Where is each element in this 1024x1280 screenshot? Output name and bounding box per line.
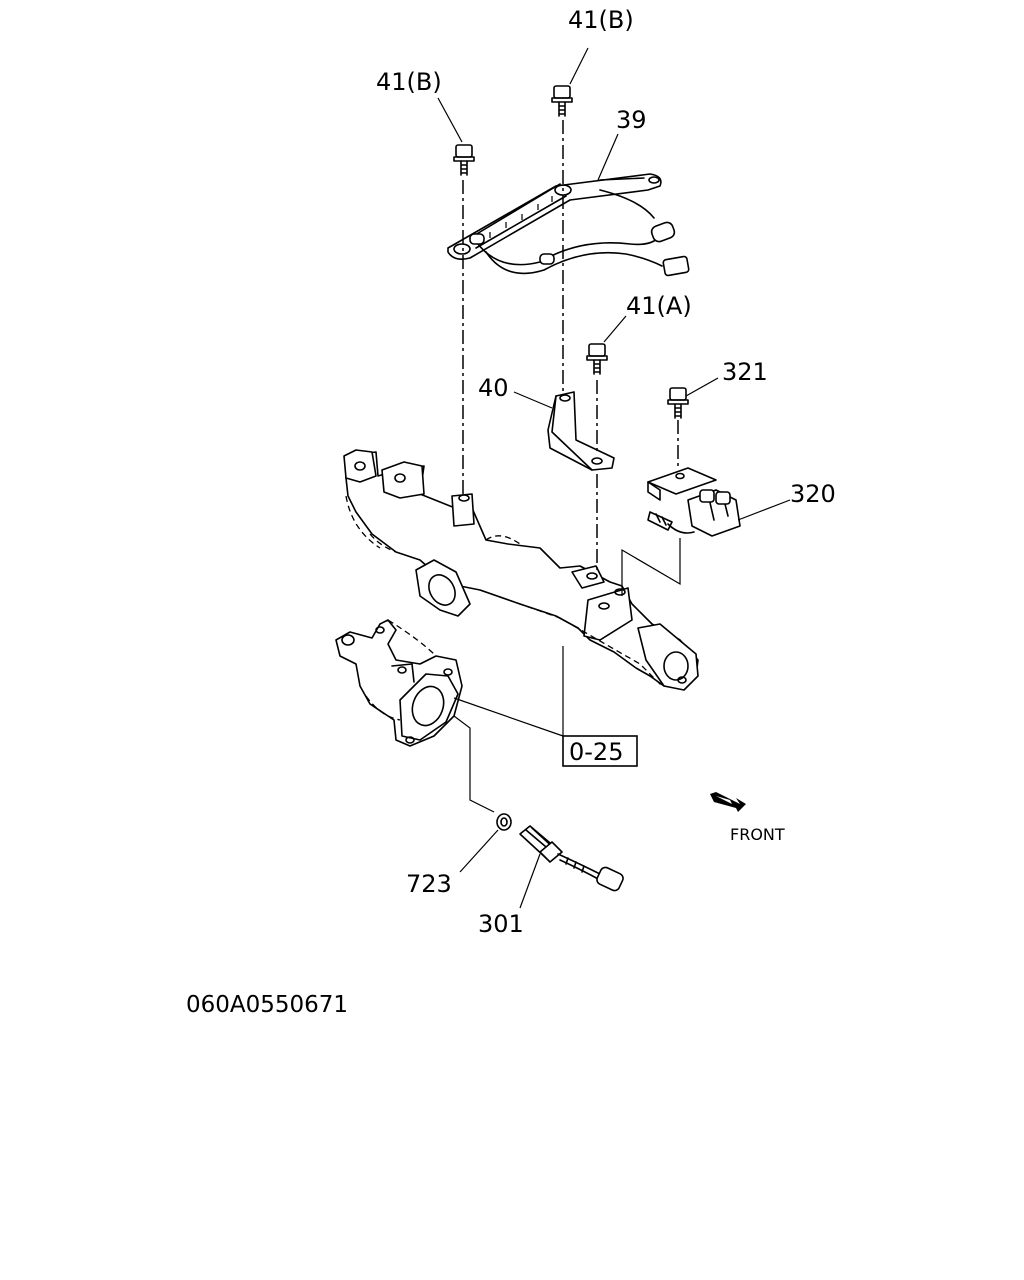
washer-723 (496, 813, 512, 831)
harness-bracket-39 (447, 173, 690, 277)
label-40: 40 (478, 374, 509, 402)
leader-321 (685, 377, 719, 397)
label-723: 723 (406, 870, 452, 898)
leader-723 (459, 829, 499, 873)
label-025: 0-25 (569, 738, 623, 766)
bolt-41b-left (453, 144, 475, 176)
label-41a: 41(A) (626, 292, 692, 320)
drawing-id: 060A0550671 (186, 992, 348, 1018)
leader-41a (603, 315, 627, 343)
exhaust-elbow (335, 619, 463, 747)
leader-41b-top (569, 47, 589, 85)
sensor-mount-leader (453, 715, 495, 813)
bolt-41a (586, 343, 608, 375)
leader-40 (513, 391, 553, 409)
label-39: 39 (616, 106, 647, 134)
bolt-321 (667, 387, 689, 419)
bolt-41b-top (551, 85, 573, 117)
bracket-40 (547, 391, 615, 471)
solenoid-valve-320 (647, 467, 741, 537)
label-41b-left: 41(B) (376, 68, 442, 96)
leader-301 (519, 853, 541, 909)
leader-41b-left (437, 97, 463, 143)
reference-box-025 (453, 646, 638, 767)
label-320: 320 (790, 480, 836, 508)
temperature-sensor-301 (519, 825, 624, 892)
assembly-centerlines (462, 120, 679, 570)
leader-39 (597, 133, 619, 181)
valve-connection-line (621, 538, 681, 596)
front-arrow-icon (710, 792, 746, 812)
label-321: 321 (722, 358, 768, 386)
label-301: 301 (478, 910, 524, 938)
label-front: FRONT (730, 825, 785, 844)
label-41b-top: 41(B) (568, 6, 634, 34)
exhaust-manifold (343, 449, 699, 691)
leader-320 (737, 499, 791, 521)
